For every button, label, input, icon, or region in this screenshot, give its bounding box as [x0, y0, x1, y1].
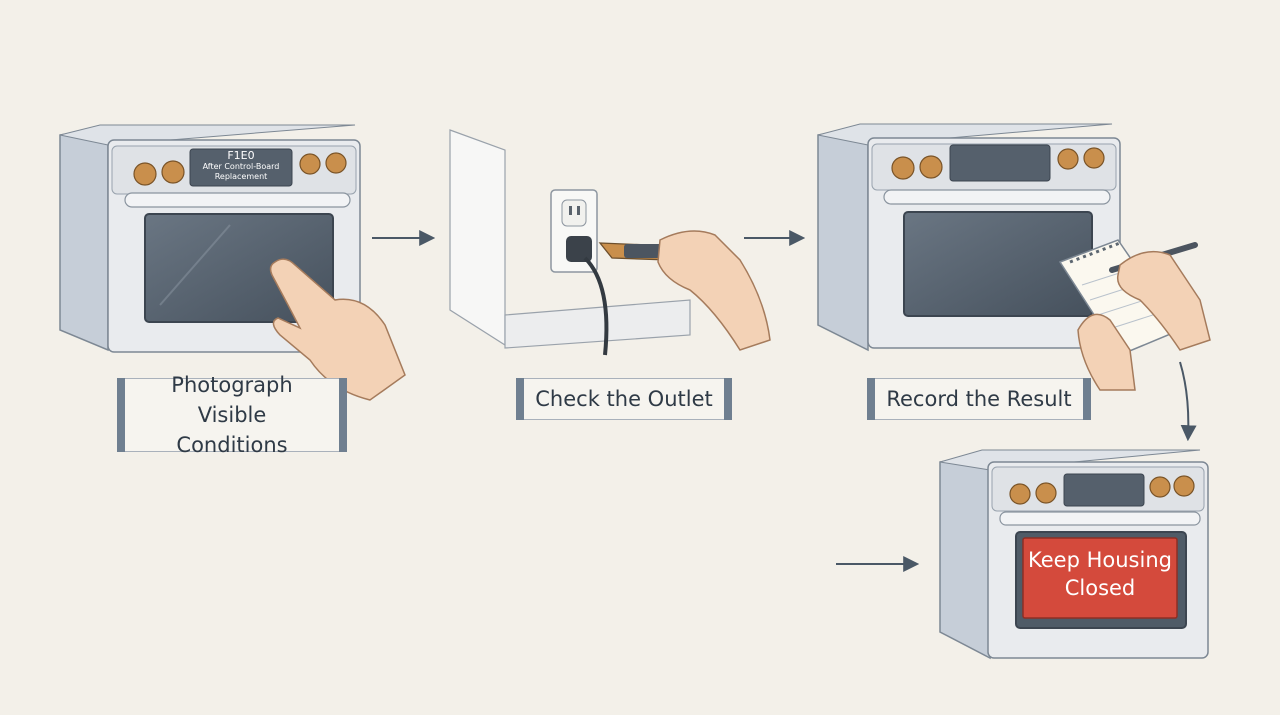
- step-label-check-outlet: Check the Outlet: [516, 378, 732, 420]
- error-code: F1E0: [227, 149, 255, 162]
- arrow-down-icon: [1179, 361, 1197, 442]
- step-label-record-result: Record the Result: [867, 378, 1091, 420]
- knob-icon: [919, 155, 943, 179]
- knob-icon: [1173, 475, 1195, 497]
- warning-sign-text: Keep Housing Closed: [1023, 546, 1177, 610]
- warning-line-1: Keep Housing: [1028, 548, 1172, 572]
- knob-icon: [325, 152, 347, 174]
- knob-icon: [1083, 147, 1105, 169]
- step-label-photograph: Photograph Visible Conditions: [117, 373, 347, 457]
- knob-icon: [1035, 482, 1057, 504]
- oven-3: [939, 449, 1209, 660]
- warning-sign: [1022, 537, 1178, 619]
- oven-1-display: [189, 148, 293, 187]
- display-line-1: After Control-Board: [202, 162, 280, 171]
- knob-icon: [1009, 483, 1031, 505]
- oven-2: [817, 123, 1121, 352]
- display-line-2: Replacement: [214, 172, 268, 181]
- warning-line-2: Closed: [1064, 576, 1136, 600]
- knob-icon: [891, 156, 915, 180]
- knob-icon: [299, 153, 321, 175]
- knob-icon: [133, 162, 157, 186]
- oven-1-display-text: F1E0 After Control-Board Replacement: [191, 150, 291, 185]
- knob-icon: [1057, 148, 1079, 170]
- knob-icon: [1149, 476, 1171, 498]
- wall-outlet-scene: [449, 129, 771, 356]
- knob-icon: [161, 160, 185, 184]
- writing-hand-icon: [1077, 242, 1211, 391]
